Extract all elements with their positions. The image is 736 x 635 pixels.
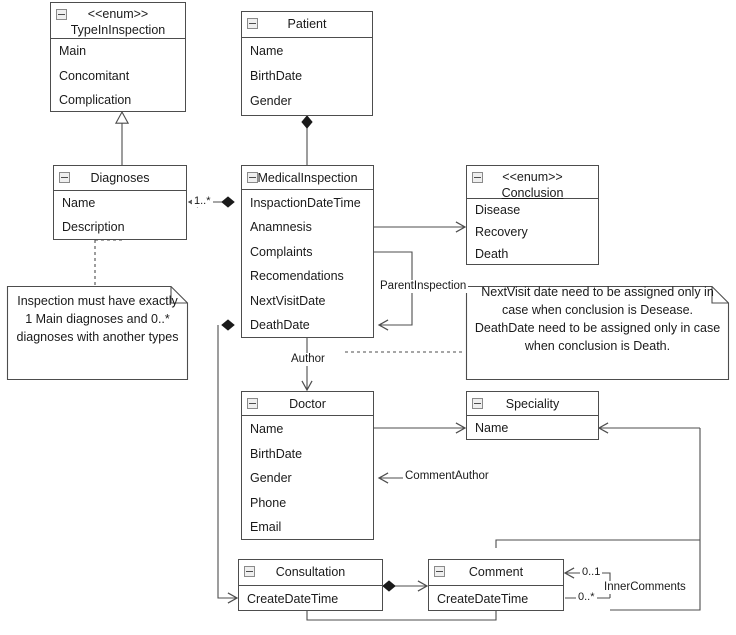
edge-label-parent-inspection: ParentInspection bbox=[378, 280, 469, 293]
note-text: Inspection must have exactly 1 Main diag… bbox=[16, 293, 179, 345]
attribute-row: Recomendations bbox=[250, 269, 344, 283]
edge-label-comment-author: CommentAuthor bbox=[403, 470, 491, 483]
attribute-row: Main bbox=[59, 44, 87, 58]
class-header: Patient bbox=[242, 12, 372, 38]
edge-label-comment-lower-multiplicity: 0..* bbox=[576, 591, 597, 604]
class-attributes: Name BirthDate Gender Phone Email bbox=[242, 416, 373, 539]
attribute-row: Anamnesis bbox=[250, 220, 312, 234]
attribute-row: Gender bbox=[250, 471, 292, 485]
edge-label-inner-comments: InnerComments bbox=[602, 581, 688, 594]
attribute-row: Complication bbox=[59, 93, 132, 107]
class-name: Diagnoses bbox=[90, 171, 150, 185]
class-doctor[interactable]: Doctor Name BirthDate Gender Phone Email bbox=[241, 391, 374, 540]
class-header: <<enum>> TypeInInspection bbox=[51, 3, 185, 39]
class-header: Consultation bbox=[239, 560, 382, 586]
attribute-row: BirthDate bbox=[250, 68, 303, 83]
class-stereotype: <<enum>> bbox=[87, 7, 149, 21]
note-shape bbox=[6, 285, 189, 381]
attribute-row: Recovery bbox=[475, 225, 528, 239]
attribute-row: Description bbox=[62, 220, 125, 234]
attribute-row: InspactionDateTime bbox=[250, 195, 361, 210]
class-attributes: Disease Recovery Death bbox=[467, 199, 598, 265]
attribute-row: Phone bbox=[250, 495, 287, 510]
edge-label-author: Author bbox=[289, 353, 327, 366]
class-name: Doctor bbox=[289, 397, 326, 411]
note-body: NextVisit date need to be assigned only … bbox=[466, 284, 729, 380]
collapse-icon[interactable] bbox=[56, 9, 67, 20]
edge-label-comment-upper-multiplicity: 0..1 bbox=[580, 566, 603, 579]
note-body: Inspection must have exactly 1 Main diag… bbox=[7, 286, 188, 380]
class-name: Speciality bbox=[505, 397, 560, 411]
class-comment[interactable]: Comment CreateDateTime bbox=[428, 559, 564, 611]
note-conclusion: NextVisit date need to be assigned only … bbox=[465, 284, 730, 381]
class-attributes: CreateDateTime bbox=[239, 586, 382, 611]
class-medical-inspection[interactable]: MedicalInspection InspactionDateTime Ana… bbox=[241, 165, 374, 338]
attribute-row: Gender bbox=[250, 94, 292, 108]
attribute-row: Disease bbox=[475, 203, 521, 217]
attribute-row: Name bbox=[250, 421, 284, 436]
class-speciality[interactable]: Speciality Name bbox=[466, 391, 599, 440]
class-name: TypeInInspection bbox=[70, 22, 166, 37]
attribute-row: Name bbox=[475, 421, 509, 435]
attribute-row: Death bbox=[475, 247, 509, 261]
attribute-row: CreateDateTime bbox=[247, 591, 339, 606]
attribute-row: Complaints bbox=[250, 244, 313, 259]
collapse-icon[interactable] bbox=[472, 172, 483, 183]
note-shape bbox=[465, 285, 730, 381]
collapse-icon[interactable] bbox=[247, 172, 258, 183]
attribute-row: DeathDate bbox=[250, 318, 310, 332]
attribute-row: NextVisitDate bbox=[250, 293, 326, 308]
collapse-icon[interactable] bbox=[247, 18, 258, 29]
class-attributes: InspactionDateTime Anamnesis Complaints … bbox=[242, 190, 373, 337]
class-header: MedicalInspection bbox=[242, 166, 373, 190]
class-header: Diagnoses bbox=[54, 166, 186, 191]
class-conclusion[interactable]: <<enum>> Conclusion Disease Recovery Dea… bbox=[466, 165, 599, 265]
class-attributes: Main Concomitant Complication bbox=[51, 39, 185, 112]
class-diagnoses[interactable]: Diagnoses Name Description bbox=[53, 165, 187, 240]
class-name: Consultation bbox=[275, 565, 346, 579]
class-name: Conclusion bbox=[501, 185, 564, 200]
class-attributes: CreateDateTime bbox=[429, 586, 563, 611]
class-stereotype: <<enum>> bbox=[502, 170, 563, 184]
collapse-icon[interactable] bbox=[434, 566, 445, 577]
class-name: MedicalInspection bbox=[257, 171, 358, 185]
note-text: NextVisit date need to be assigned only … bbox=[474, 284, 721, 354]
collapse-icon[interactable] bbox=[472, 398, 483, 409]
edge-label-diagnoses-multiplicity: 1..* bbox=[192, 195, 213, 208]
class-name: Comment bbox=[468, 565, 524, 579]
class-header: Speciality bbox=[467, 392, 598, 416]
attribute-row: CreateDateTime bbox=[437, 591, 529, 606]
collapse-icon[interactable] bbox=[247, 398, 258, 409]
class-patient[interactable]: Patient Name BirthDate Gender bbox=[241, 11, 373, 116]
class-attributes: Name bbox=[467, 416, 598, 440]
attribute-row: Email bbox=[250, 520, 282, 534]
collapse-icon[interactable] bbox=[59, 172, 70, 183]
class-attributes: Name BirthDate Gender bbox=[242, 38, 372, 114]
attribute-row: BirthDate bbox=[250, 446, 303, 461]
attribute-row: Name bbox=[250, 43, 284, 58]
class-type-in-inspection[interactable]: <<enum>> TypeInInspection Main Concomita… bbox=[50, 2, 186, 112]
attribute-row: Name bbox=[62, 196, 96, 210]
class-header: <<enum>> Conclusion bbox=[467, 166, 598, 200]
attribute-row: Concomitant bbox=[59, 68, 130, 83]
collapse-icon[interactable] bbox=[244, 566, 255, 577]
class-attributes: Name Description bbox=[54, 191, 186, 239]
class-consultation[interactable]: Consultation CreateDateTime bbox=[238, 559, 383, 611]
class-name: Patient bbox=[287, 17, 327, 31]
class-header: Comment bbox=[429, 560, 563, 586]
class-header: Doctor bbox=[242, 392, 373, 416]
note-diagnoses: Inspection must have exactly 1 Main diag… bbox=[6, 285, 189, 381]
